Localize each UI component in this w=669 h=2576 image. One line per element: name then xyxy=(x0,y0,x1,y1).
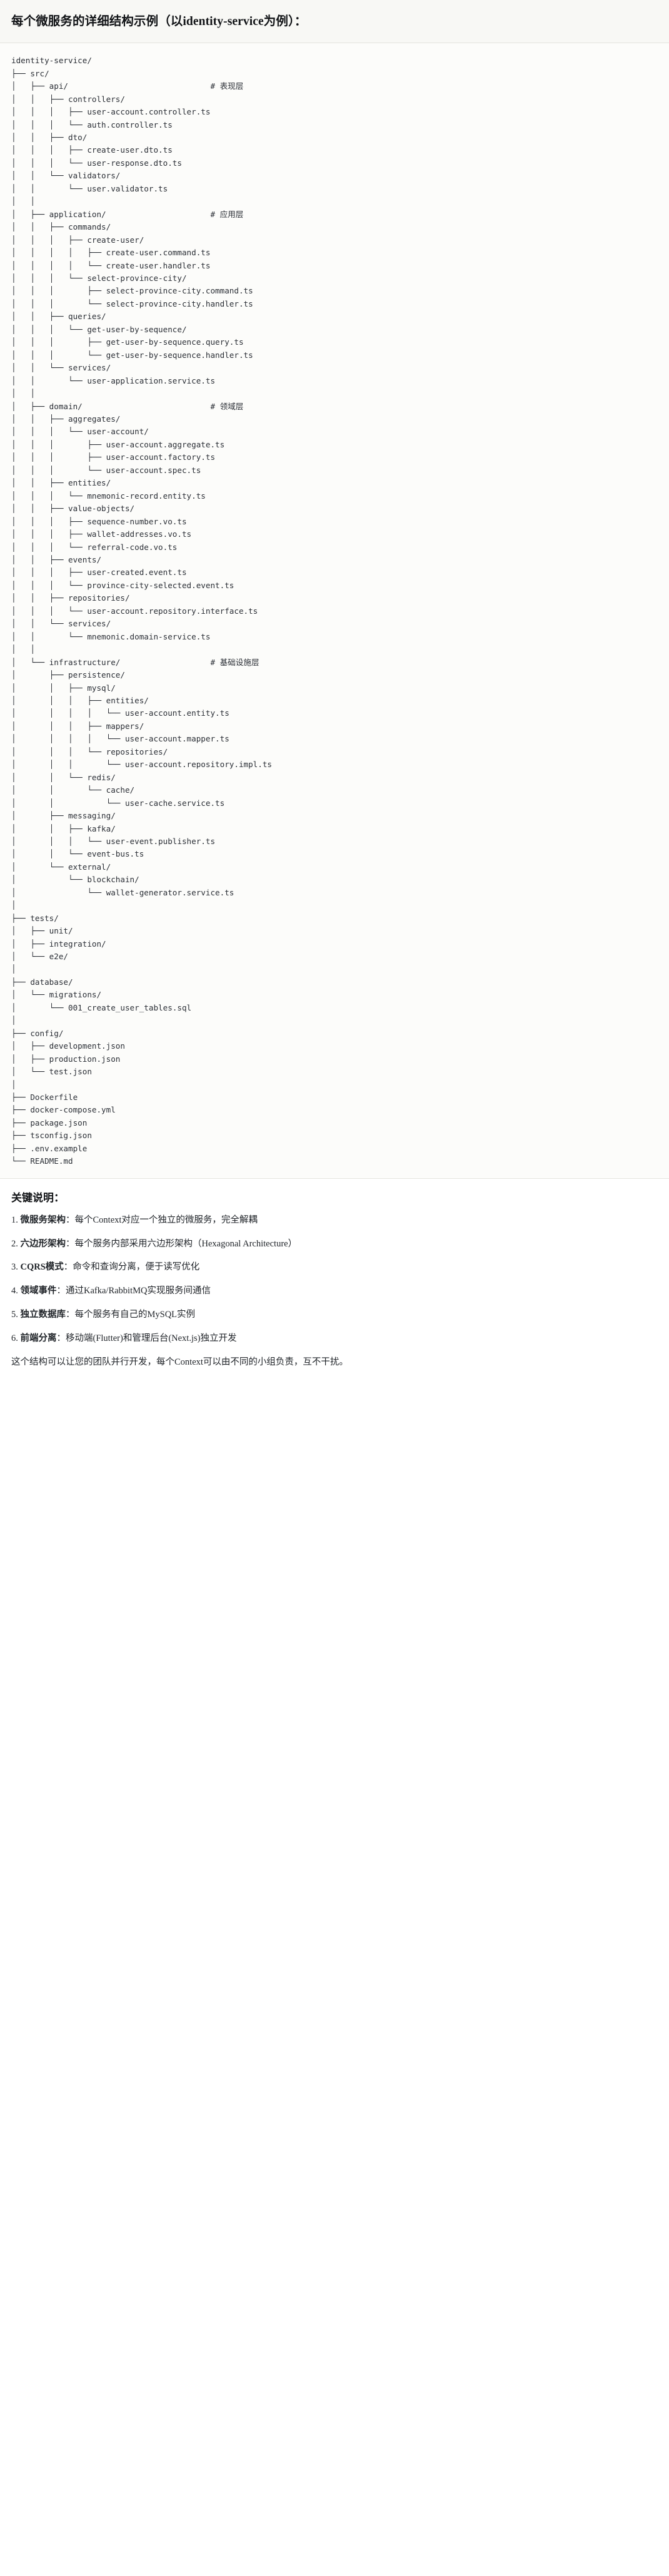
keypoint-term: 六边形架构 xyxy=(20,1238,66,1249)
directory-tree: identity-service/ ├── src/ │ ├── api/ # … xyxy=(11,56,273,1166)
keypoint-item: 六边形架构：每个服务内部采用六边形架构（Hexagonal Architectu… xyxy=(11,1238,658,1251)
keypoint-separator: ： xyxy=(66,1309,75,1320)
keypoint-item: 独立数据库：每个服务有自己的MySQL实例 xyxy=(11,1308,658,1322)
keypoints-section: 关键说明： 微服务架构：每个Context对应一个独立的微服务，完全解耦六边形架… xyxy=(0,1178,669,1383)
keypoint-term: 独立数据库 xyxy=(20,1309,66,1320)
keypoint-item: 微服务架构：每个Context对应一个独立的微服务，完全解耦 xyxy=(11,1214,658,1228)
keypoint-separator: ： xyxy=(56,1333,66,1343)
keypoint-separator: ： xyxy=(66,1214,75,1225)
keypoint-separator: ： xyxy=(56,1286,66,1296)
page-title: 每个微服务的详细结构示例（以identity-service为例）： xyxy=(11,15,307,28)
keypoint-item: 前端分离：移动端(Flutter)和管理后台(Next.js)独立开发 xyxy=(11,1332,658,1346)
keypoint-description: 通过Kafka/RabbitMQ实现服务间通信 xyxy=(66,1286,211,1296)
keypoint-item: CQRS模式：命令和查询分离，便于读写优化 xyxy=(11,1261,658,1275)
keypoint-description: 每个服务有自己的MySQL实例 xyxy=(74,1309,196,1320)
keypoint-term: CQRS模式 xyxy=(20,1262,64,1273)
keypoint-separator: ： xyxy=(63,1262,73,1273)
keypoint-separator: ： xyxy=(66,1238,75,1249)
keypoint-item: 领域事件：通过Kafka/RabbitMQ实现服务间通信 xyxy=(11,1285,658,1298)
keypoints-list: 微服务架构：每个Context对应一个独立的微服务，完全解耦六边形架构：每个服务… xyxy=(11,1214,658,1346)
keypoint-description: 命令和查询分离，便于读写优化 xyxy=(73,1262,200,1273)
document-page: 每个微服务的详细结构示例（以identity-service为例）： ident… xyxy=(0,0,669,1383)
keypoint-term: 微服务架构 xyxy=(20,1214,66,1225)
keypoint-description: 每个服务内部采用六边形架构（Hexagonal Architecture） xyxy=(74,1238,298,1249)
keypoints-title: 关键说明： xyxy=(11,1191,64,1204)
keypoint-term: 前端分离 xyxy=(20,1333,57,1343)
keypoint-term: 领域事件 xyxy=(20,1286,57,1296)
directory-tree-block: identity-service/ ├── src/ │ ├── api/ # … xyxy=(0,43,669,1178)
keypoint-description: 每个Context对应一个独立的微服务，完全解耦 xyxy=(74,1214,258,1225)
keypoints-outro: 这个结构可以让您的团队并行开发，每个Context可以由不同的小组负责，互不干扰… xyxy=(11,1357,348,1368)
keypoint-description: 移动端(Flutter)和管理后台(Next.js)独立开发 xyxy=(66,1333,237,1343)
heading-band: 每个微服务的详细结构示例（以identity-service为例）： xyxy=(0,0,669,44)
